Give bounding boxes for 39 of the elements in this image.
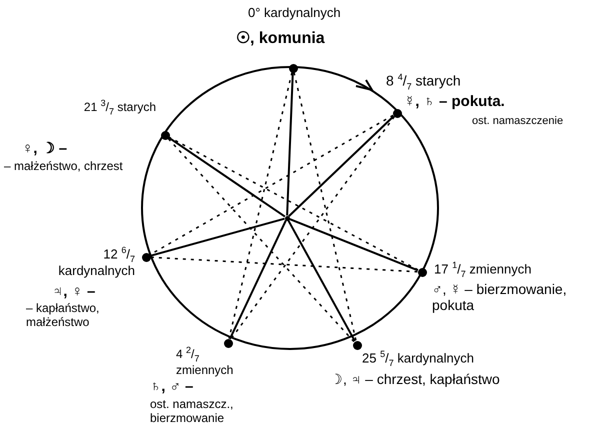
planet-sacrament-label: ☽, ♃ – chrzest, kapłaństwo (330, 371, 501, 388)
planet-sacrament-label: ♂, ☿ – bierzmowanie, pokuta (432, 281, 568, 314)
degree-label: 12 $^{6}$/$_{7}$ kardynalnych (57, 245, 135, 280)
planet-sacrament-label: ☉, komunia (236, 30, 326, 48)
spoke-line (150, 218, 285, 257)
dashed-line (228, 72, 293, 339)
spoke-line (286, 72, 294, 216)
planet-sacrament-label: ☿, ♄ – pokuta. (404, 93, 506, 110)
point-dot (418, 268, 426, 276)
point-dot (392, 108, 402, 118)
sacrament-label: ost. namaszcz., bierzmowanie (150, 398, 234, 426)
sacrament-label: – kapłaństwo, małżeństwo (26, 302, 100, 330)
spoke-line (229, 220, 287, 340)
spoke-line (287, 220, 356, 342)
dashed-line (230, 116, 395, 340)
planet-sacrament-label: ♄, ♂ – (150, 378, 194, 396)
spoke-line (288, 115, 394, 217)
point-dot (142, 252, 150, 262)
degree-label: 17 $^{1}$/$_{7}$ zmiennych (434, 260, 532, 280)
spoke-line (288, 218, 418, 272)
planet-sacrament-label: ♀, ☽ – (22, 140, 68, 158)
dashed-line (150, 256, 418, 272)
degree-label: 25 $^{5}$/$_{7}$ kardynalnych (362, 349, 475, 368)
degree-label: 21 $^{3}$/$_{7}$ starych (82, 98, 156, 117)
dashed-line (167, 138, 355, 342)
point-dot (352, 340, 362, 350)
sacrament-label: ost. namaszczenie (472, 115, 564, 128)
degree-label: 4 $^{2}$/$_{7}$ zmiennych (176, 345, 234, 378)
spoke-line (168, 136, 286, 218)
dashed-line (293, 72, 357, 341)
dashed-line (168, 136, 418, 271)
degree-label: 8 $^{4}$/$_{7}$ starych (386, 72, 462, 92)
point-dot (224, 338, 232, 348)
point-dot (160, 130, 170, 140)
center-point (284, 216, 290, 220)
planet-sacrament-label: ♃, ♀ – (52, 283, 96, 300)
sacrament-label: – małżeństwo, chrzest (4, 160, 124, 174)
point-dot (288, 64, 298, 72)
degree-label: 0° kardynalnych (248, 6, 342, 21)
